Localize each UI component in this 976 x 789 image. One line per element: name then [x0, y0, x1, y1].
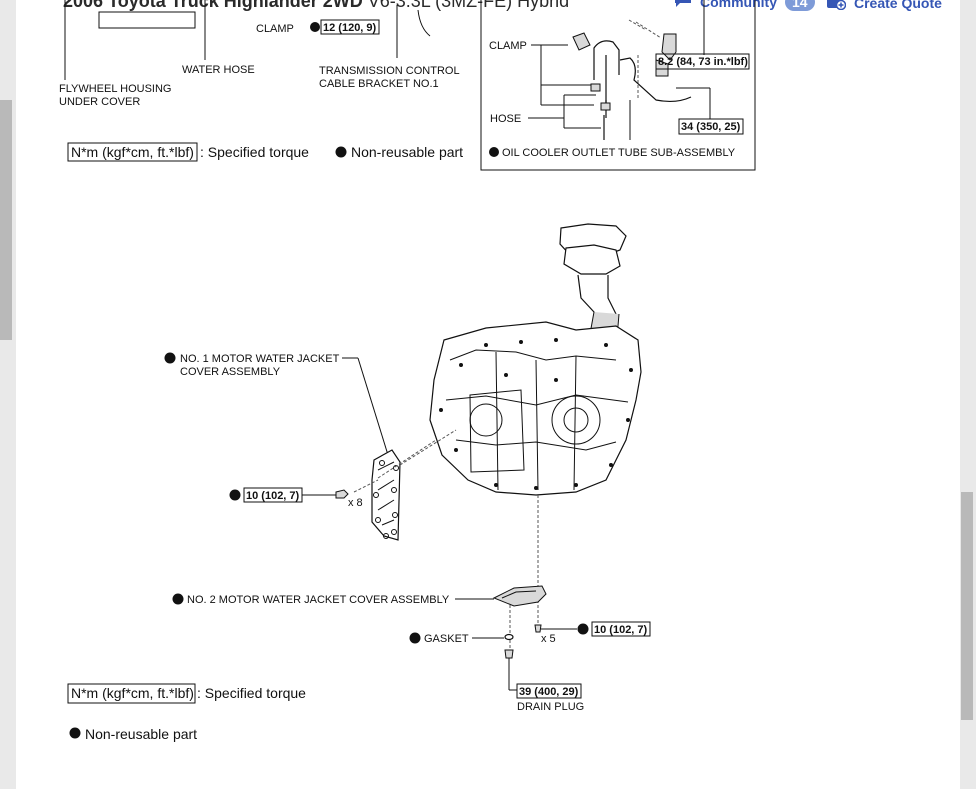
non-reusable-marker	[310, 22, 320, 32]
no1-cover-part	[371, 449, 401, 541]
torque-drain-value: 39 (400, 29)	[519, 686, 579, 698]
non-reusable-marker	[335, 146, 347, 158]
bolt-count-x5: x 5	[541, 633, 556, 645]
non-reusable-marker	[164, 352, 176, 364]
inset-outlet-label: OIL COOLER OUTLET TUBE SUB-ASSEMBLY	[502, 147, 736, 159]
community-button[interactable]: Community 14	[674, 0, 815, 11]
no1-cover-label: NO. 1 MOTOR WATER JACKET	[180, 353, 340, 365]
no2-cover-label: NO. 2 MOTOR WATER JACKET COVER ASSEMBLY	[187, 594, 450, 606]
left-scrollbar[interactable]	[0, 100, 12, 340]
quote-icon	[826, 0, 847, 13]
community-label: Community	[700, 0, 777, 10]
engine-subtitle: V6-3.3L (3MZ-FE) Hybrid	[367, 0, 570, 11]
inset-clamp-part	[572, 32, 591, 51]
vehicle-title: 2006 Toyota Truck Highlander 2WD	[63, 0, 363, 11]
diagram-page: 2006 Toyota Truck Highlander 2WD V6-3.3L…	[16, 0, 960, 789]
legend-torque-box-bottom	[67, 683, 196, 704]
transmission-control-label: TRANSMISSION CONTROL	[319, 65, 460, 77]
non-reusable-marker	[489, 147, 499, 157]
inset-hose-label: HOSE	[490, 113, 521, 125]
motor-housing-circle	[551, 395, 601, 445]
torque-clamp-value: 12 (120, 9)	[323, 22, 377, 34]
torque-clamp-box	[320, 19, 380, 35]
bottom-legend: N*m (kgf*cm, ft.*lbf) : Specified torque…	[67, 683, 306, 742]
torque-left-value: 10 (102, 7)	[246, 490, 300, 502]
create-quote-label: Create Quote	[854, 0, 942, 11]
non-reusable-marker	[577, 623, 589, 635]
non-reusable-marker	[172, 593, 184, 605]
legend-torque-text-bottom: : Specified torque	[197, 685, 306, 701]
bolt-part	[335, 489, 349, 499]
inset-torque-box-b	[678, 118, 744, 135]
legend-torque-units-bottom: N*m (kgf*cm, ft.*lbf)	[71, 685, 194, 701]
water-hose-label: WATER HOSE	[182, 64, 255, 76]
legend-torque-text: : Specified torque	[200, 144, 309, 160]
flywheel-housing-label: FLYWHEEL HOUSING	[59, 83, 171, 95]
legend-torque-units: N*m (kgf*cm, ft.*lbf)	[71, 144, 194, 160]
clamp-label: CLAMP	[256, 23, 294, 35]
cable-bracket-part	[417, 9, 431, 37]
no1-water-jacket-cover: NO. 1 MOTOR WATER JACKET COVER ASSEMBLY …	[164, 352, 457, 541]
torque-right-box	[591, 621, 651, 637]
legend-nonreusable-bottom: Non-reusable part	[85, 726, 197, 742]
drain-plug-part	[504, 649, 514, 659]
torque-right-value: 10 (102, 7)	[594, 624, 648, 636]
bolt-count-x8: x 8	[348, 497, 363, 509]
top-diagram: CLAMP 12 (120, 9) WATER HOSE FLYWHEEL HO…	[59, 0, 756, 171]
parts-diagram: CLAMP 12 (120, 9) WATER HOSE FLYWHEEL HO…	[59, 0, 756, 742]
non-reusable-marker	[229, 489, 241, 501]
legend-nonreusable-text: Non-reusable part	[351, 144, 463, 160]
torque-drain-box	[516, 683, 582, 699]
non-reusable-marker	[409, 632, 421, 644]
inset-torque-a: 8.2 (84, 73 in.*lbf)	[658, 56, 748, 68]
transaxle-drawing	[429, 223, 642, 496]
flywheel-housing-label-2: UNDER COVER	[59, 96, 140, 108]
bolt-part	[534, 624, 542, 633]
gasket-label: GASKET	[424, 633, 469, 645]
non-reusable-marker	[69, 727, 81, 739]
water-jacket-mount-face	[469, 389, 525, 473]
community-count-badge: 14	[785, 0, 815, 11]
chat-icon	[674, 0, 692, 11]
no2-water-jacket-cover: NO. 2 MOTOR WATER JACKET COVER ASSEMBLY …	[172, 495, 651, 713]
legend-torque-box	[67, 142, 198, 162]
inset-torque-box-a	[655, 53, 750, 70]
no1-cover-label-2: COVER ASSEMBLY	[180, 366, 281, 378]
transaxle-housing	[429, 321, 642, 496]
gasket-part	[504, 633, 514, 641]
drain-plug-label: DRAIN PLUG	[517, 701, 584, 713]
inset-box: CLAMP HOSE	[480, 0, 756, 171]
inset-torque-b: 34 (350, 25)	[681, 121, 741, 133]
right-scrollbar[interactable]	[961, 492, 973, 720]
clipped-torque-box	[98, 11, 196, 29]
create-quote-button[interactable]: Create Quote	[826, 0, 942, 13]
inset-clamp-label: CLAMP	[489, 40, 527, 52]
transmission-control-label-2: CABLE BRACKET NO.1	[319, 78, 439, 90]
page-title: 2006 Toyota Truck Highlander 2WD V6-3.3L…	[63, 0, 569, 12]
harness-connector-lower	[563, 244, 621, 275]
housing-ribs	[445, 349, 629, 451]
